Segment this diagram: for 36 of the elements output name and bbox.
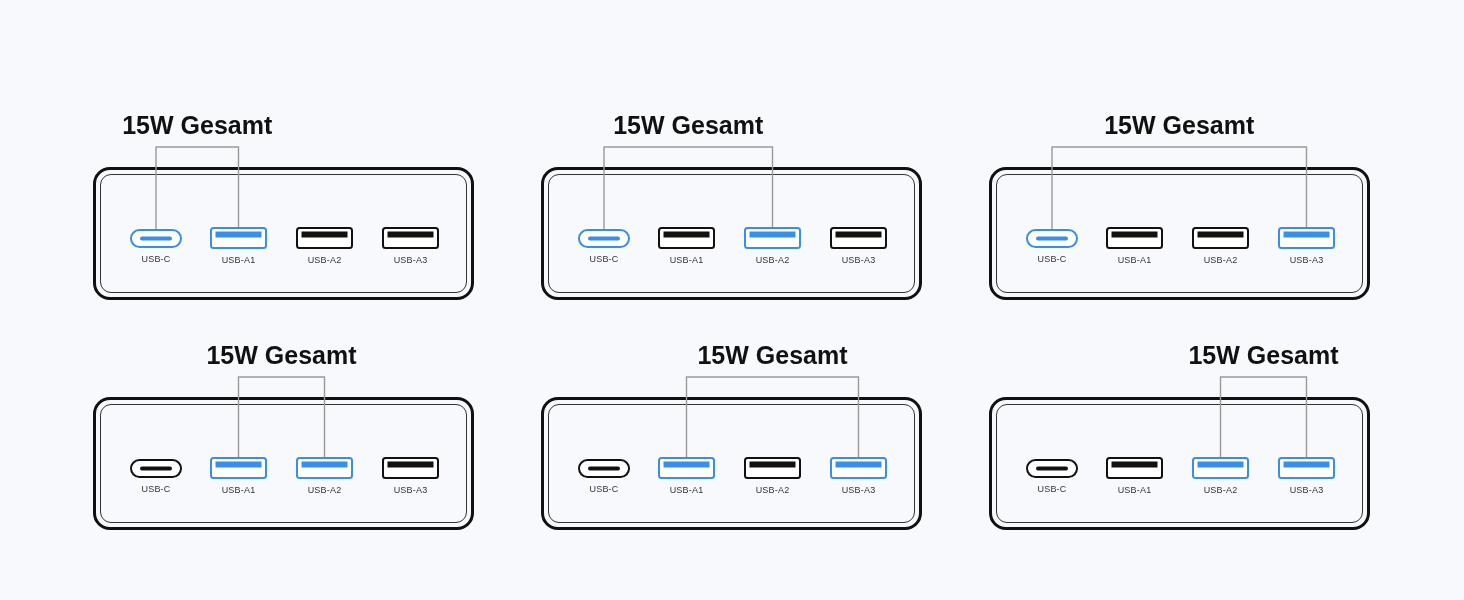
port-label: USB-A2 bbox=[755, 485, 790, 496]
port-label: USB-A1 bbox=[669, 255, 704, 266]
bracket-line bbox=[237, 376, 326, 458]
port-label: USB-A1 bbox=[1117, 485, 1152, 496]
port-label: USB-A2 bbox=[1203, 485, 1238, 496]
total-power-heading: 15W Gesamt bbox=[1188, 340, 1339, 370]
port-label: USB-A1 bbox=[221, 255, 256, 266]
bracket-line bbox=[603, 146, 774, 230]
bracket-line bbox=[1219, 376, 1308, 458]
port-label: USB-A3 bbox=[841, 485, 876, 496]
port-label: USB-A2 bbox=[307, 485, 342, 496]
port-label: USB-C bbox=[589, 254, 619, 265]
bracket-line bbox=[685, 376, 860, 458]
port-label: USB-A1 bbox=[669, 485, 704, 496]
port-label: USB-A2 bbox=[755, 255, 790, 266]
bracket-line bbox=[1051, 146, 1308, 230]
port-label: USB-A2 bbox=[307, 255, 342, 266]
port-label: USB-C bbox=[589, 484, 619, 495]
port-label: USB-A3 bbox=[1289, 485, 1324, 496]
port-label: USB-A3 bbox=[393, 255, 428, 266]
port-label: USB-C bbox=[141, 254, 171, 265]
total-power-heading: 15W Gesamt bbox=[613, 110, 764, 140]
port-label: USB-A1 bbox=[221, 485, 256, 496]
bracket-line bbox=[155, 146, 240, 230]
total-power-heading: 15W Gesamt bbox=[1104, 110, 1255, 140]
port-label: USB-A3 bbox=[1289, 255, 1324, 266]
total-power-heading: 15W Gesamt bbox=[697, 340, 848, 370]
port-label: USB-C bbox=[141, 484, 171, 495]
port-label: USB-A3 bbox=[393, 485, 428, 496]
total-power-heading: 15W Gesamt bbox=[122, 110, 273, 140]
port-label: USB-A3 bbox=[841, 255, 876, 266]
total-power-heading: 15W Gesamt bbox=[206, 340, 357, 370]
port-label: USB-A1 bbox=[1117, 255, 1152, 266]
port-label: USB-C bbox=[1037, 254, 1067, 265]
port-label: USB-C bbox=[1037, 484, 1067, 495]
port-label: USB-A2 bbox=[1203, 255, 1238, 266]
